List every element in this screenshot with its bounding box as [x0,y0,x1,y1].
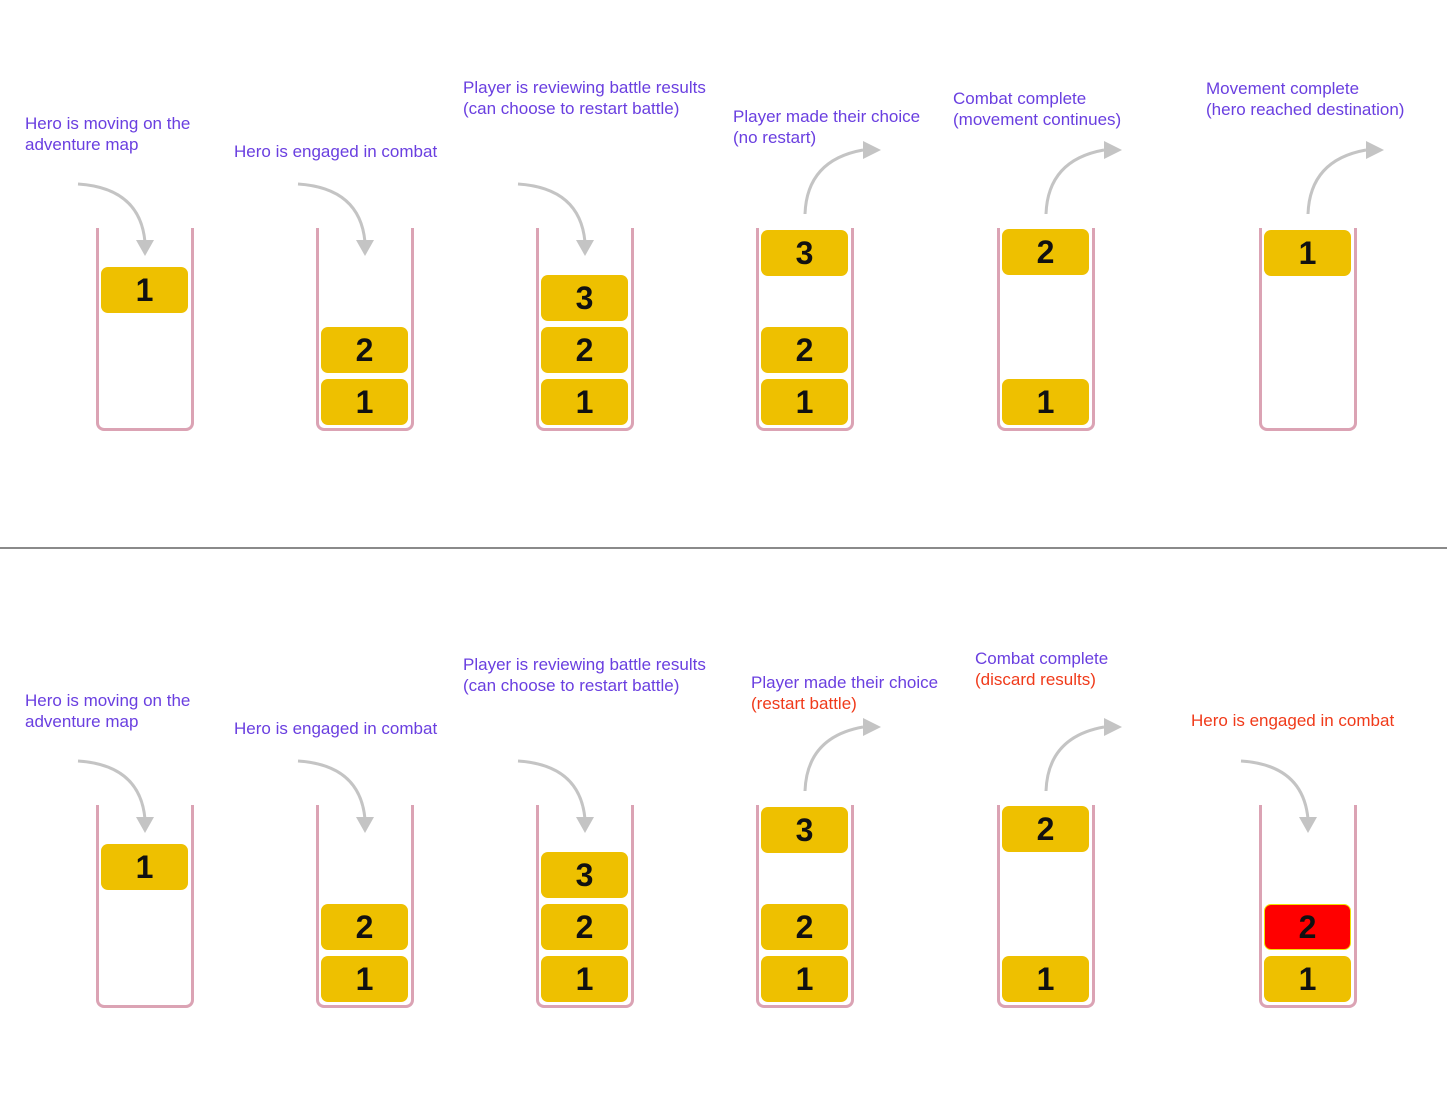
push-arrow-icon [77,182,154,256]
stack-container [756,228,854,431]
step-label: Hero is moving on the adventure map [25,113,190,155]
label-line: (movement continues) [953,110,1122,129]
push-arrow-icon [297,182,374,256]
push-arrow-icon [297,759,374,833]
label-line: (discard results) [975,670,1096,689]
stack-container [997,228,1095,431]
step-label: Movement complete (hero reached destinati… [1206,78,1404,120]
stack-block: 2 [541,327,628,373]
stack-block: 2 [1264,904,1351,950]
stack-block: 1 [1264,956,1351,1002]
push-arrow-icon [77,759,154,833]
stack-container [96,805,194,1008]
push-arrow-icon [517,759,594,833]
stack-block: 1 [321,956,408,1002]
pop-arrow-icon [1306,141,1384,215]
stack-block: 1 [101,267,188,313]
pop-arrow-icon [803,718,881,792]
pop-arrow-icon [1044,141,1122,215]
pop-arrow-icon [1044,718,1122,792]
label-line: (no restart) [733,128,817,147]
label-line: Player is reviewing battle results [463,655,706,674]
stack-block: 3 [541,275,628,321]
stack-block: 1 [761,956,848,1002]
stack-block: 2 [761,904,848,950]
label-line: Player made their choice [751,673,939,692]
label-line: Player made their choice [733,107,921,126]
stack-block: 1 [1002,379,1089,425]
push-arrow-icon [1240,759,1317,833]
stack-container [96,228,194,431]
scenario-no-restart: Hero is moving on the adventure map 1 Hero … [0,0,1447,540]
step-label: Player is reviewing battle results (can c… [463,77,706,119]
label-line: Hero is moving on the [25,691,191,710]
stack-container [1259,228,1357,431]
step-label: Combat complete (movement continues) [953,88,1121,130]
stack-block: 1 [541,379,628,425]
stack-block: 2 [1002,229,1089,275]
label-line: (can choose to restart battle) [463,676,680,695]
stack-container [1259,805,1357,1008]
label-line: Combat complete [975,649,1109,668]
stack-block: 2 [761,327,848,373]
step-label: Player made their choice (restart battle) [751,672,938,714]
stack-container [997,805,1095,1008]
step-label: Hero is moving on the adventure map [25,690,190,732]
stack-block: 1 [101,844,188,890]
stack-container [536,228,634,431]
stack-block: 2 [321,327,408,373]
push-arrow-icon [517,182,594,256]
step-label: Hero is engaged in combat [234,718,437,739]
stack-container [316,805,414,1008]
step-label: Hero is engaged in combat [1191,710,1394,731]
stack-block: 1 [321,379,408,425]
stack-block: 1 [1264,230,1351,276]
stack-block: 2 [1002,806,1089,852]
scenario-restart: Hero is moving on the adventure map 1 Hero … [0,577,1447,1094]
stack-block: 1 [761,379,848,425]
stack-block: 1 [1002,956,1089,1002]
stack-block: 2 [541,904,628,950]
stack-block: 3 [541,852,628,898]
label-line: (can choose to restart battle) [463,99,680,118]
stack-container [316,228,414,431]
label-line: Player is reviewing battle results [463,78,706,97]
label-line: Movement complete [1206,79,1360,98]
stack-block: 3 [761,807,848,853]
stack-block: 3 [761,230,848,276]
label-line: adventure map [25,135,139,154]
label-line: (restart battle) [751,694,857,713]
step-label: Player made their choice (no restart) [733,106,920,148]
label-line: Hero is engaged in combat [234,142,438,161]
stack-container [536,805,634,1008]
stack-block: 1 [541,956,628,1002]
step-label: Combat complete (discard results) [975,648,1108,690]
step-label: Player is reviewing battle results (can c… [463,654,706,696]
step-label: Hero is engaged in combat [234,141,437,162]
label-line: Hero is engaged in combat [1191,711,1395,730]
pop-arrow-icon [803,141,881,215]
label-line: Hero is engaged in combat [234,719,438,738]
stack-container [756,805,854,1008]
stack-block: 2 [321,904,408,950]
divider [0,547,1447,549]
label-line: (hero reached destination) [1206,100,1405,119]
label-line: adventure map [25,712,139,731]
label-line: Hero is moving on the [25,114,191,133]
label-line: Combat complete [953,89,1087,108]
